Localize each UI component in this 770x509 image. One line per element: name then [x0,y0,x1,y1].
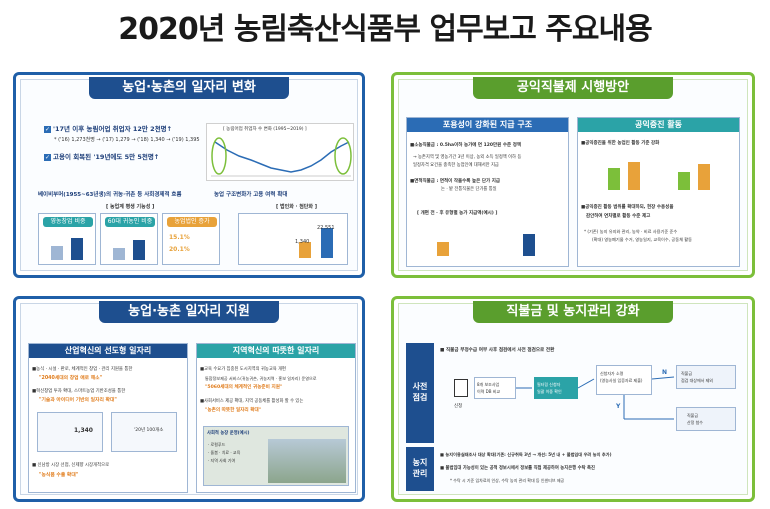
line-chart: [ 농림어업 취업자 수 변화 (1995~2019) ] [206,123,354,181]
point-2: ✓고용이 회복된 '19년에도 5만 5천명↑ [44,153,160,161]
right-panel: 지역혁신의 따뜻한 일자리 ■교육 수요가 집중된 도시지역의 귀농교육 개편 … [196,343,356,493]
photo-box: 사회적 농장 운영(예시) · 로컬푸드 · 돌봄 · 치료 · 교육 · 지역… [203,426,349,486]
page-title: 2020년 농림축산식품부 업무보고 주요내용 [118,12,652,47]
flow-step-5: 직불금 산정 첨수 [676,407,736,431]
mini-panel-2: 60대 귀농인 비중 [100,213,158,265]
bullet-a: 베이비부머(1955~63년생)의 귀농·귀촌 등 사회경제적 흐름 [38,192,182,198]
left-panel: 포용성이 강화된 지급 구조 ■소농직불금 : 0.5ha이하 농가에 연 12… [406,117,569,267]
sub-a: [ 농업계 평생 기능성 ] [106,204,155,210]
doc-icon [454,379,468,397]
mini-note: '20년 100개소 [111,412,177,452]
bar-after [523,234,535,256]
card-jobs-change: 농업·농촌의 일자리 변화 ✓'17년 이후 농림어업 취업자 12만 2천명↑… [13,72,365,278]
point-1-sub: * ('16) 1,273천명 → ('17) 1,279 → ('18) 1,… [54,137,200,143]
chart-svg [211,137,352,177]
panel-header: 포용성이 강화된 지급 구조 [407,118,568,132]
card-title: 농업·농촌의 일자리 변화 [89,77,289,99]
card-title: 농업·농촌 일자리 지원 [99,301,279,323]
highlight-start [211,137,227,175]
mini-panel-3: 농업법인 증가 15.1%20.1% [162,213,220,265]
flow-step-4: 직불금 점검 대상에서 제외 [676,365,736,389]
point-1: ✓'17년 이후 농림어업 취업자 12만 2천명↑ [44,125,173,133]
right-panel: 공익증진 활동 ■공익증진을 위한 농업인 활동 기준 강화 ■공익증진 활동 … [577,117,740,267]
check-icon: ✓ [44,153,51,161]
check-icon: ✓ [44,125,51,133]
highlight-end [334,137,352,175]
card-payment: 공익직불제 시행방안 포용성이 강화된 지급 구조 ■소농직불금 : 0.5ha… [391,72,755,278]
sub-b: [ 법인화 · 첨단화 ] [276,204,318,210]
building-photo [268,439,346,483]
left-panel: 산업혁신의 선도형 일자리 ■농식 · 시설 · 판로, 체계적인 창업 · 관… [28,343,188,493]
pre-check-label: 사전 점검 [406,343,434,443]
flow-step-2: 필터링 신청자 일괄 이중 확인 [534,377,578,399]
card-management: 직불금 및 농지관리 강화 사전 점검 ■ 직불금 부정수급 여부 사후 점검에… [391,296,755,502]
farm-label: 농지 관리 [406,447,434,491]
card-title: 공익직불제 시행방안 [473,77,673,99]
flow-step-1: 8개 보조사업 이력 DB 비교 [474,377,516,399]
card-support: 농업·농촌 일자리 지원 산업혁신의 선도형 일자리 ■농식 · 시설 · 판로… [13,296,365,502]
flow-step-3: 신청자가 소명 (영농사실 입증자료 제출) [596,365,652,395]
mini-chart: 1,340 [37,412,103,452]
panel-header: 공익증진 활동 [578,118,739,132]
mini-panel-1: 영농창업 비중 [38,213,96,265]
card-title: 직불금 및 농지관리 강화 [473,301,673,323]
chart-title: [ 농림어업 취업자 수 변화 (1995~2019) ] [223,127,307,132]
bullet-b: 농업 구조변화가 고용 여력 확대 [214,192,288,198]
bar-before [437,242,449,256]
chart-line [214,141,350,173]
